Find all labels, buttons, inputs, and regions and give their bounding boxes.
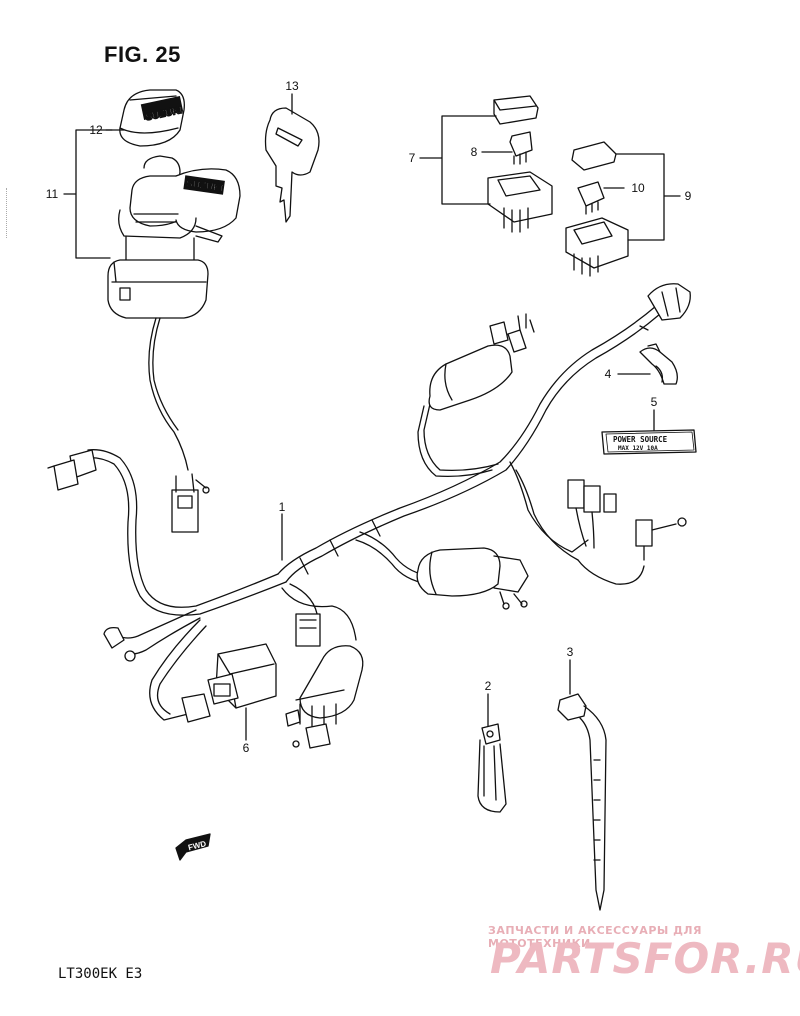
ignition-connector: [171, 473, 210, 533]
fwd-label: FWD: [187, 839, 207, 852]
ignition-switch-body: [107, 155, 241, 319]
cable-tie-3: [557, 693, 607, 911]
key-13: [264, 107, 320, 223]
ignition-switch-cover: [119, 89, 185, 147]
callout-13: 13: [285, 79, 299, 93]
watermark-tagline: ЗАПЧАСТИ И АКСЕССУАРЫ ДЛЯ МОТОТЕХНИКИ: [488, 924, 703, 950]
relay-9-assembly: [565, 141, 629, 277]
cdi-unit-6: [207, 643, 277, 709]
callout-10: 10: [631, 181, 645, 195]
callout-7: 7: [409, 151, 416, 165]
main-harness: [47, 283, 691, 749]
callout-4: 4: [605, 367, 612, 381]
model-code: LT300EK E3: [58, 966, 143, 982]
scan-edge-marks: [6, 188, 9, 238]
clamp-4: [639, 343, 678, 385]
callout-2: 2: [485, 679, 492, 693]
label-plate-line2: MAX 12V 10A: [618, 445, 658, 452]
callout-6: 6: [243, 741, 250, 755]
callout-5: 5: [651, 395, 658, 409]
callout-bracket-7: [419, 115, 497, 205]
label-plate-5: [601, 429, 697, 455]
relay-7-assembly: [487, 95, 553, 233]
callout-9: 9: [685, 189, 692, 203]
watermark-brand: PARTSFOR.RU: [490, 934, 800, 983]
callout-1: 1: [279, 500, 286, 514]
fwd-arrow-icon: [175, 833, 211, 861]
callout-8: 8: [471, 145, 478, 159]
ignition-wire: [148, 317, 189, 471]
callout-12: 12: [89, 123, 103, 137]
label-plate-line1: POWER SOURCE: [613, 435, 668, 444]
callout-3: 3: [567, 645, 574, 659]
figure-title: FIG. 25: [104, 42, 181, 67]
callout-bracket-11: [63, 129, 113, 259]
band-clamp-2: [477, 723, 507, 813]
callout-11: 11: [46, 187, 59, 201]
callout-bracket-9: [615, 153, 681, 241]
